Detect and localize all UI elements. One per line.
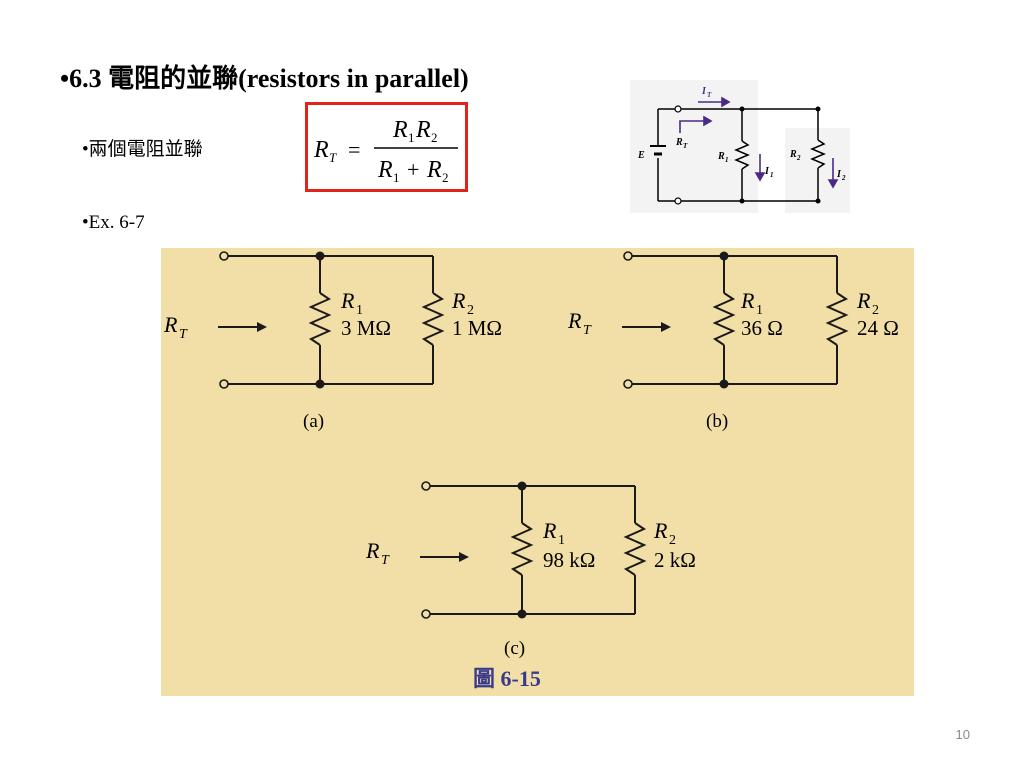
circuit-c-r2-value: 2 kΩ xyxy=(654,548,696,572)
formula-den-plus: + xyxy=(407,157,419,182)
circuit-a-r2-sub: 2 xyxy=(467,303,474,318)
small-source-label: E xyxy=(637,150,645,161)
circuit-c-rt-sub: T xyxy=(381,553,390,568)
circuit-c-r1-name: R xyxy=(542,518,557,543)
circuit-a-r2-name: R xyxy=(451,288,466,313)
small-r2-sub: 2 xyxy=(796,154,801,162)
circuit-b-rt-label: R xyxy=(567,308,582,333)
circuit-a-r2-value: 1 MΩ xyxy=(452,316,502,340)
small-rt-sub: T xyxy=(683,142,688,150)
small-parallel-circuit: E I T R T R 1 R 2 I 1 I 2 xyxy=(630,78,850,213)
bullet-example: •Ex. 6-7 xyxy=(82,212,145,233)
circuit-c-r1-sub: 1 xyxy=(558,533,565,548)
circuit-b-r2-value: 24 Ω xyxy=(857,316,899,340)
formula-equals: = xyxy=(348,137,360,162)
circuit-b-r1-name: R xyxy=(740,288,755,313)
circuit-c-r2-name: R xyxy=(653,518,668,543)
circuit-a: R T R 1 3 MΩ R 2 1 MΩ (a) xyxy=(163,250,502,432)
formula-rt-subscript: T xyxy=(329,150,337,165)
formula-num-sub2: 2 xyxy=(431,130,438,145)
small-total-current-sub: T xyxy=(707,91,712,99)
small-rt-label: R xyxy=(675,137,683,148)
circuit-a-rt-label: R xyxy=(163,312,178,337)
circuit-a-r1-sub: 1 xyxy=(356,303,363,318)
formula-num-sub1: 1 xyxy=(408,130,415,145)
page-number: 10 xyxy=(955,727,970,742)
circuit-a-r1-value: 3 MΩ xyxy=(341,316,391,340)
small-circuit-diagram: E I T R T R 1 R 2 I 1 I 2 xyxy=(630,78,850,213)
figure-circuits: R T R 1 3 MΩ R 2 1 MΩ (a) R T R 1 36 Ω R… xyxy=(163,250,899,691)
small-r2-label: R xyxy=(789,149,797,160)
figure-6-15: R T R 1 3 MΩ R 2 1 MΩ (a) R T R 1 36 Ω R… xyxy=(161,248,914,696)
figure-caption: 圖 6-15 xyxy=(473,666,541,691)
small-i1-label: I xyxy=(764,166,770,177)
formula-den-sub2: 2 xyxy=(442,170,449,185)
small-i1-sub: 1 xyxy=(770,171,774,179)
formula-den-sub1: 1 xyxy=(393,170,400,185)
circuit-b-sublabel: (b) xyxy=(706,411,728,432)
circuit-b: R T R 1 36 Ω R 2 24 Ω (b) xyxy=(567,250,899,432)
circuit-c-r2-sub: 2 xyxy=(669,533,676,548)
circuit-b-r1-value: 36 Ω xyxy=(741,316,783,340)
formula-box: R T = R 1 R 2 R 1 + R 2 xyxy=(305,102,468,192)
small-i2-label: I xyxy=(836,169,842,180)
circuit-c-r1-value: 98 kΩ xyxy=(543,548,595,572)
parallel-resistance-formula: R T = R 1 R 2 R 1 + R 2 xyxy=(313,117,458,185)
small-total-current-label: I xyxy=(701,86,707,97)
formula-num-r2: R xyxy=(415,117,431,143)
formula-rt-symbol: R xyxy=(313,137,329,163)
small-r1-sub: 1 xyxy=(725,156,729,164)
circuit-b-rt-sub: T xyxy=(583,323,592,338)
small-i2-sub: 2 xyxy=(841,174,846,182)
formula-num-r1: R xyxy=(392,117,408,143)
bullet-two-resistors: •兩個電阻並聯 xyxy=(82,139,203,160)
circuit-b-r1-sub: 1 xyxy=(756,303,763,318)
formula-den-r1: R xyxy=(377,157,393,183)
circuit-a-r1-name: R xyxy=(340,288,355,313)
circuit-c-rt-label: R xyxy=(365,538,380,563)
circuit-a-sublabel: (a) xyxy=(303,411,324,432)
formula-den-r2: R xyxy=(426,157,442,183)
circuit-b-r2-sub: 2 xyxy=(872,303,879,318)
circuit-c: R T R 1 98 kΩ R 2 2 kΩ (c) xyxy=(365,480,696,659)
slide-title: •6.3 電阻的並聯(resistors in parallel) xyxy=(60,64,469,93)
small-r1-label: R xyxy=(717,151,725,162)
circuit-c-sublabel: (c) xyxy=(504,638,525,659)
circuit-a-rt-sub: T xyxy=(179,327,188,342)
circuit-b-r2-name: R xyxy=(856,288,871,313)
